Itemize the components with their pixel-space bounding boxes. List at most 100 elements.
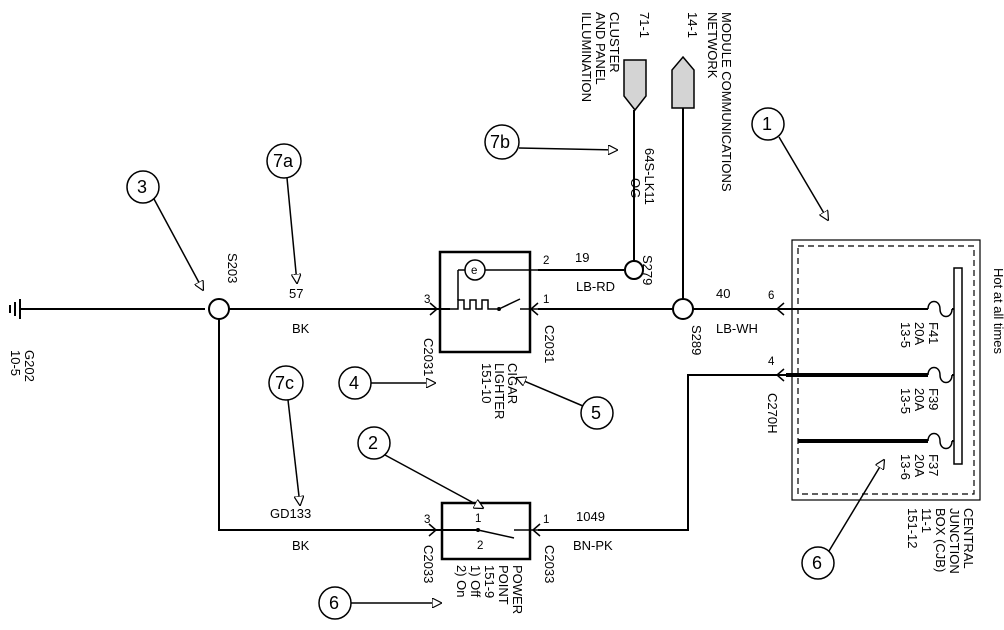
callout-6b: 6 bbox=[801, 460, 884, 580]
network-name2: NETWORK bbox=[705, 12, 720, 79]
cigar-name1: CIGAR bbox=[505, 363, 520, 404]
cluster-name2: AND PANEL bbox=[593, 12, 608, 85]
wire-1049-label: 1049 bbox=[576, 509, 605, 524]
power-sw-1: 1 bbox=[475, 513, 481, 525]
network-connector: 14-1 MODULE COMMUNICATIONS NETWORK bbox=[671, 12, 734, 192]
cigar-pin2: 2 bbox=[543, 255, 549, 267]
callout-4: 4 bbox=[338, 366, 435, 400]
cluster-connector: 71-1 CLUSTER AND PANEL ILLUMINATION bbox=[579, 12, 652, 112]
network-name1: MODULE COMMUNICATIONS bbox=[719, 12, 734, 192]
fuse-f41-rating: 20A bbox=[912, 322, 927, 345]
central-junction-box: Hot at all times F41 20A 13-5 F39 20A 13… bbox=[786, 239, 1004, 574]
wire-19-label: 19 bbox=[575, 250, 589, 265]
fuse-f37-rating: 20A bbox=[912, 454, 927, 477]
power-point: 1 2 3 1 C2033 C2033 POWER POINT 151-9 1)… bbox=[421, 501, 557, 614]
svg-text:7c: 7c bbox=[275, 373, 294, 393]
ground-g202: G202 10-5 bbox=[8, 299, 205, 382]
wire-57-label: 57 bbox=[289, 286, 303, 301]
cjb-name5: 151-12 bbox=[905, 508, 920, 548]
callout-7c: 7c bbox=[268, 365, 303, 505]
svg-text:6: 6 bbox=[812, 553, 822, 573]
fuse-f39-rating: 20A bbox=[912, 388, 927, 411]
power-pin3: 3 bbox=[424, 514, 430, 526]
cluster-ref: 71-1 bbox=[637, 12, 652, 38]
svg-text:7a: 7a bbox=[273, 151, 294, 171]
s279-label: S279 bbox=[640, 255, 655, 285]
svg-text:6: 6 bbox=[329, 593, 339, 613]
wire-57-color: BK bbox=[292, 321, 310, 336]
power-name1: POWER bbox=[510, 565, 525, 614]
c270h-label: C270H bbox=[765, 393, 780, 433]
wire-64s-color: OG bbox=[628, 178, 643, 198]
cjb-pin4: 4 bbox=[768, 356, 775, 368]
wire-40-label: 40 bbox=[716, 286, 730, 301]
cjb-name4: 11-1 bbox=[919, 508, 934, 533]
cjb-name1: CENTRAL bbox=[961, 508, 976, 569]
power-name4: 1) Off bbox=[468, 565, 483, 598]
g202-page: 10-5 bbox=[8, 350, 23, 376]
wire-gd133-color: BK bbox=[292, 538, 310, 553]
cigar-pin1: 1 bbox=[543, 294, 549, 306]
c2033-left: C2033 bbox=[421, 545, 436, 583]
fuse-f37-name: F37 bbox=[926, 454, 941, 476]
connector-flag-icon bbox=[623, 59, 647, 112]
fuse-f37-page: 13-6 bbox=[898, 454, 913, 480]
wire-gd133-label: GD133 bbox=[270, 506, 311, 521]
cjb-pin6: 6 bbox=[768, 290, 774, 302]
svg-text:4: 4 bbox=[349, 373, 359, 393]
callout-5: 5 bbox=[517, 378, 614, 430]
cjb-name3: BOX (CJB) bbox=[933, 508, 948, 572]
cigar-name3: 151-10 bbox=[479, 363, 494, 403]
callout-6a: 6 bbox=[318, 586, 441, 620]
fuse-f41-page: 13-5 bbox=[898, 322, 913, 348]
cigar-lighter: e 3 2 1 C2031 C2031 CIGAR LIGHTER 151-10 bbox=[421, 250, 557, 419]
callout-2: 2 bbox=[357, 426, 483, 508]
callout-7b: 7b bbox=[484, 124, 617, 160]
fuse-f39-name: F39 bbox=[926, 388, 941, 410]
cluster-name1: CLUSTER bbox=[607, 12, 622, 73]
cigar-pin3: 3 bbox=[424, 294, 430, 306]
fuse-f41-name: F41 bbox=[926, 322, 941, 344]
wire-1049 bbox=[538, 374, 786, 531]
fuse-f39-page: 13-5 bbox=[898, 388, 913, 414]
network-ref: 14-1 bbox=[685, 12, 700, 38]
wire-40-color: LB-WH bbox=[716, 321, 758, 336]
callout-3: 3 bbox=[126, 170, 203, 290]
cluster-name3: ILLUMINATION bbox=[579, 12, 594, 102]
wire-gd133 bbox=[218, 319, 433, 531]
power-name5: 2) On bbox=[454, 565, 469, 598]
heater-element bbox=[450, 299, 492, 310]
fuse-icon bbox=[927, 300, 953, 318]
cigar-name2: LIGHTER bbox=[492, 363, 507, 419]
ground-icon bbox=[9, 299, 21, 319]
power-name3: 151-9 bbox=[482, 565, 497, 598]
wire-64s-label: 64S-LK11 bbox=[642, 148, 657, 205]
power-pin1: 1 bbox=[543, 514, 549, 526]
c2031-right: C2031 bbox=[542, 325, 557, 363]
power-name2: POINT bbox=[496, 565, 511, 605]
s203-label: S203 bbox=[225, 253, 240, 283]
svg-text:2: 2 bbox=[368, 433, 378, 453]
splice-s289: S289 bbox=[672, 298, 704, 355]
c2033-right: C2033 bbox=[542, 545, 557, 583]
svg-text:1: 1 bbox=[762, 114, 772, 134]
callout-7a: 7a bbox=[266, 143, 301, 283]
fuse-icon bbox=[927, 432, 953, 450]
splice-s279: S279 bbox=[624, 255, 655, 285]
svg-text:7b: 7b bbox=[490, 132, 510, 152]
g202-label: G202 bbox=[22, 350, 37, 382]
svg-text:3: 3 bbox=[137, 177, 147, 197]
svg-text:e: e bbox=[471, 265, 477, 277]
connector-flag-icon bbox=[671, 55, 695, 109]
c2031-left: C2031 bbox=[421, 338, 436, 376]
hot-label: Hot at all times bbox=[991, 268, 1004, 354]
callout-1: 1 bbox=[751, 107, 828, 220]
wire-1049-color: BN-PK bbox=[573, 538, 613, 553]
s289-label: S289 bbox=[689, 325, 704, 355]
power-sw-2: 2 bbox=[477, 540, 483, 552]
fuse-icon bbox=[927, 366, 953, 384]
svg-text:5: 5 bbox=[591, 403, 601, 423]
bus-bar bbox=[953, 267, 963, 465]
wire-19-color: LB-RD bbox=[576, 279, 615, 294]
